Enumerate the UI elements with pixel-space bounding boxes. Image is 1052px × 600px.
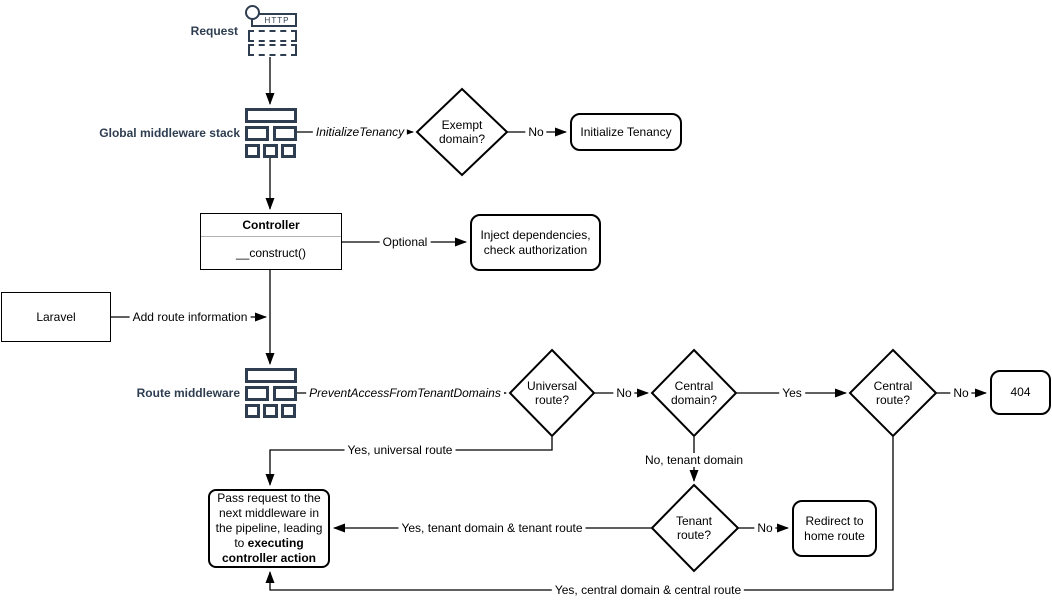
diamond-exempt-domain — [415, 87, 509, 177]
laravel-node: Laravel — [1, 292, 111, 342]
edge-label-initialize-tenancy: InitializeTenancy — [312, 125, 408, 139]
edge-label-no: No — [754, 521, 776, 535]
exempt-domain-node: Exempt domain? — [438, 118, 486, 146]
central-route-node: Central route? — [873, 379, 913, 407]
controller-node: Controller __construct() — [200, 213, 342, 270]
pass-request-bold-text: executing controller action — [221, 536, 316, 565]
diamond-central-domain — [650, 348, 738, 438]
http-request-icon: HTTP — [245, 3, 299, 56]
edge-label-no-tenant-domain: No, tenant domain — [641, 453, 747, 467]
diamond-central-route — [848, 348, 938, 438]
middleware-stack-icon — [245, 108, 297, 158]
redirect-home-node: Redirect to home route — [792, 500, 877, 557]
diamond-universal-route — [508, 348, 596, 438]
edge-label-add-route-information: Add route information — [129, 310, 251, 324]
edge-label-yes: Yes — [779, 386, 805, 400]
middleware-stack-icon — [245, 368, 297, 418]
edge-label-no: No — [613, 386, 635, 400]
http-box-icon: HTTP — [251, 13, 297, 27]
edge-label-no: No — [525, 125, 547, 139]
controller-method: __construct() — [235, 246, 307, 260]
edge-label-optional: Optional — [379, 235, 431, 249]
universal-route-node: Universal route? — [526, 379, 577, 407]
edge-label-no: No — [950, 386, 972, 400]
http-label: HTTP — [264, 15, 290, 25]
pass-request-text: Pass request to the next middleware in t… — [215, 491, 323, 550]
controller-title: Controller — [201, 214, 341, 237]
inject-dependencies-node: Inject dependencies, check authorization — [470, 214, 601, 271]
edge-label-prevent-access: PreventAccessFromTenantDomains — [306, 386, 504, 400]
pass-request-node: Pass request to the next middleware in t… — [208, 489, 330, 568]
request-label: Request — [190, 24, 238, 38]
tenant-route-node: Tenant route? — [675, 514, 713, 542]
request-dashed-row-icon — [248, 44, 297, 56]
edge-label-yes-central-domain-route: Yes, central domain & central route — [551, 583, 745, 597]
initialize-tenancy-node: Initialize Tenancy — [570, 113, 682, 151]
global-middleware-stack-label: Global middleware stack — [99, 126, 240, 140]
404-node: 404 — [990, 370, 1051, 415]
edge-label-yes-tenant-domain-route: Yes, tenant domain & tenant route — [398, 521, 586, 535]
diamond-tenant-route — [650, 483, 740, 573]
central-domain-node: Central domain? — [670, 379, 718, 407]
route-middleware-label: Route middleware — [136, 386, 240, 400]
edge-label-yes-universal-route: Yes, universal route — [344, 443, 456, 457]
request-circle-icon — [245, 5, 260, 20]
request-dashed-row-icon — [248, 30, 297, 42]
